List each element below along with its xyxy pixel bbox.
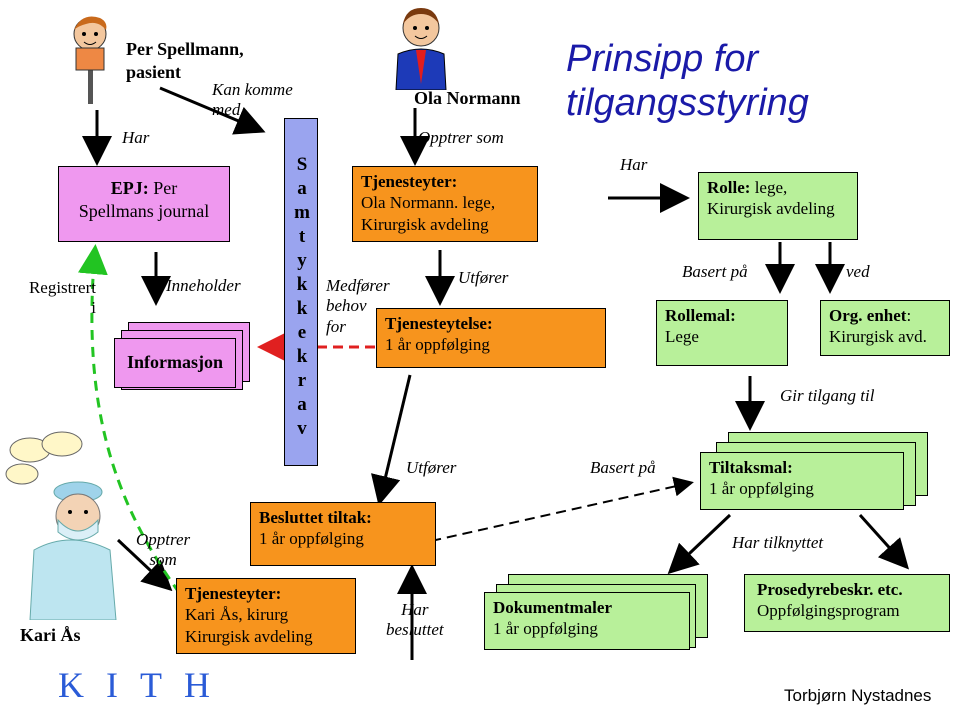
- tiltaksmal-box: Tiltaksmal: 1 år oppfølging: [700, 452, 904, 510]
- arrow-registrert-i: [77, 244, 202, 621]
- arrow-kan-komme-med: [159, 86, 266, 135]
- rollemal-line2: Lege: [665, 327, 699, 347]
- label-kan-komme-med: Kan komme med: [212, 80, 293, 121]
- label-medforer-3: for: [326, 316, 346, 336]
- label-har-2: Har: [620, 155, 648, 174]
- label-utforer-2: Utfører: [406, 458, 457, 477]
- patient-figure-icon: [73, 16, 107, 104]
- label-opptrer-2-1: Opptrer: [136, 530, 191, 549]
- label-basert-pa-2: Basert på: [590, 458, 656, 477]
- org-rest: :: [906, 306, 912, 325]
- epj-box: EPJ: Per Spellmans journal: [58, 166, 230, 242]
- label-opptrer-som-2: Opptrer som: [136, 530, 190, 571]
- label-har-besluttet-1: Har: [401, 600, 429, 619]
- prosedyre-label: Prosedyrebeskr. etc.: [757, 580, 903, 599]
- besluttet-line2: 1 år oppfølging: [259, 529, 364, 549]
- arrow-basert-pa-2: [399, 476, 694, 549]
- label-har-1: Har: [122, 128, 150, 147]
- label-registrert-2: i: [91, 298, 96, 318]
- prosedyre-line2: Oppfølgingsprogram: [757, 601, 900, 621]
- label-medforer-1: Medfører: [326, 276, 390, 295]
- tjenesteytelse-line2: 1 år oppfølging: [385, 335, 490, 355]
- informasjon-box: Informasjon: [114, 338, 236, 388]
- doctor-figure-icon: [395, 8, 447, 90]
- rollemal-box: Rollemal: Lege: [656, 300, 788, 366]
- label-har-besluttet-2: besluttet: [386, 620, 444, 640]
- epj-line2: Spellmans journal: [78, 200, 210, 221]
- label-medforer: Medfører behov for: [326, 276, 390, 337]
- nurse-name: Kari Ås: [20, 625, 81, 645]
- rolle-rest: lege,: [750, 178, 788, 197]
- arrow-utforer-2: [371, 374, 412, 506]
- label-har-tilknyttet: Har tilknyttet: [732, 533, 824, 552]
- label-ved: ved: [846, 262, 870, 281]
- arrow-har-tilknyttet-1: [667, 513, 732, 575]
- label-opptrer-som-1: Opptrer som: [418, 128, 504, 147]
- label-gir-tilgang: Gir tilgang til: [780, 386, 875, 405]
- label-medforer-2: behov: [326, 296, 367, 316]
- arrow-opptrer-som-2: [116, 538, 173, 592]
- patient-name-line2: pasient: [126, 62, 182, 83]
- tjenesteyter2-label: Tjenesteyter:: [185, 584, 282, 603]
- page-title: Prinsipp for tilgangsstyring: [566, 38, 809, 125]
- kith-logo: KITH: [58, 665, 232, 705]
- rolle-label: Rolle:: [707, 178, 751, 197]
- tjenesteytelse-box: Tjenesteytelse: 1 år oppfølging: [376, 308, 606, 368]
- tjenesteyter-ola-box: Tjenesteyter: Ola Normann. lege, Kirurgi…: [352, 166, 538, 242]
- tjenesteyter1-label: Tjenesteyter:: [361, 172, 458, 191]
- samtykke-box: S a m t y k k e k r a v: [284, 118, 318, 466]
- label-har-besluttet: Har besluttet: [386, 600, 444, 641]
- author-credit: Torbjørn Nystadnes: [784, 686, 932, 705]
- epj-label: EPJ:: [110, 178, 149, 198]
- label-kan-komme-med-2: med: [212, 100, 241, 120]
- tiltaksmal-label: Tiltaksmal:: [709, 458, 793, 477]
- besluttet-tiltak-box: Besluttet tiltak: 1 år oppfølging: [250, 502, 436, 566]
- tjenesteyter-kari-box: Tjenesteyter: Kari Ås, kirurg Kirurgisk …: [176, 578, 356, 654]
- label-utforer-1: Utfører: [458, 268, 509, 287]
- label-opptrer-2-2: som: [149, 550, 177, 570]
- label-kan-komme-med-1: Kan komme: [212, 80, 293, 99]
- arrow-har-tilknyttet-2: [858, 513, 910, 570]
- rolle-box: Rolle: lege, Kirurgisk avdeling: [698, 172, 858, 240]
- dokumentmaler-line2: 1 år oppfølging: [493, 619, 598, 639]
- org-line2: Kirurgisk avd.: [829, 327, 927, 347]
- title-line-2: tilgangsstyring: [566, 81, 809, 124]
- patient-name: Per Spellmann, pasient: [126, 38, 244, 85]
- label-basert-pa-1: Basert på: [682, 262, 748, 281]
- rollemal-label: Rollemal:: [665, 306, 736, 325]
- tjenesteyter2-line3: Kirurgisk avdeling: [185, 626, 313, 646]
- besluttet-label: Besluttet tiltak:: [259, 508, 372, 527]
- org-enhet-box: Org. enhet: Kirurgisk avd.: [820, 300, 950, 356]
- tjenesteyter2-line2: Kari Ås, kirurg: [185, 605, 289, 625]
- doctor-name: Ola Normann: [414, 88, 521, 108]
- title-line-1: Prinsipp for: [566, 38, 759, 80]
- tiltaksmal-line2: 1 år oppfølging: [709, 479, 814, 499]
- label-registrert-1: Registrert: [28, 278, 96, 297]
- org-label: Org. enhet: [829, 306, 907, 325]
- rolle-line2: Kirurgisk avdeling: [707, 199, 835, 219]
- dokumentmaler-label: Dokumentmaler: [493, 598, 612, 617]
- dokumentmaler-box: Dokumentmaler 1 år oppfølging: [484, 592, 690, 650]
- tjenesteyter1-line2: Ola Normann. lege,: [361, 193, 496, 213]
- epj-rest: Per: [148, 178, 178, 198]
- samtykke-label: S a m t y k k e k r a v: [294, 154, 310, 439]
- tjenesteyter1-line3: Kirurgisk avdeling: [361, 214, 489, 234]
- tjenesteytelse-label: Tjenesteytelse:: [385, 314, 493, 333]
- label-inneholder: Inneholder: [166, 276, 241, 295]
- label-registrert-i: Registrert i: [6, 278, 96, 319]
- prosedyre-box: Prosedyrebeskr. etc. Oppfølgingsprogram: [744, 574, 950, 632]
- nurse-figure-icon: [5, 431, 117, 620]
- patient-name-line1: Per Spellmann,: [126, 39, 244, 59]
